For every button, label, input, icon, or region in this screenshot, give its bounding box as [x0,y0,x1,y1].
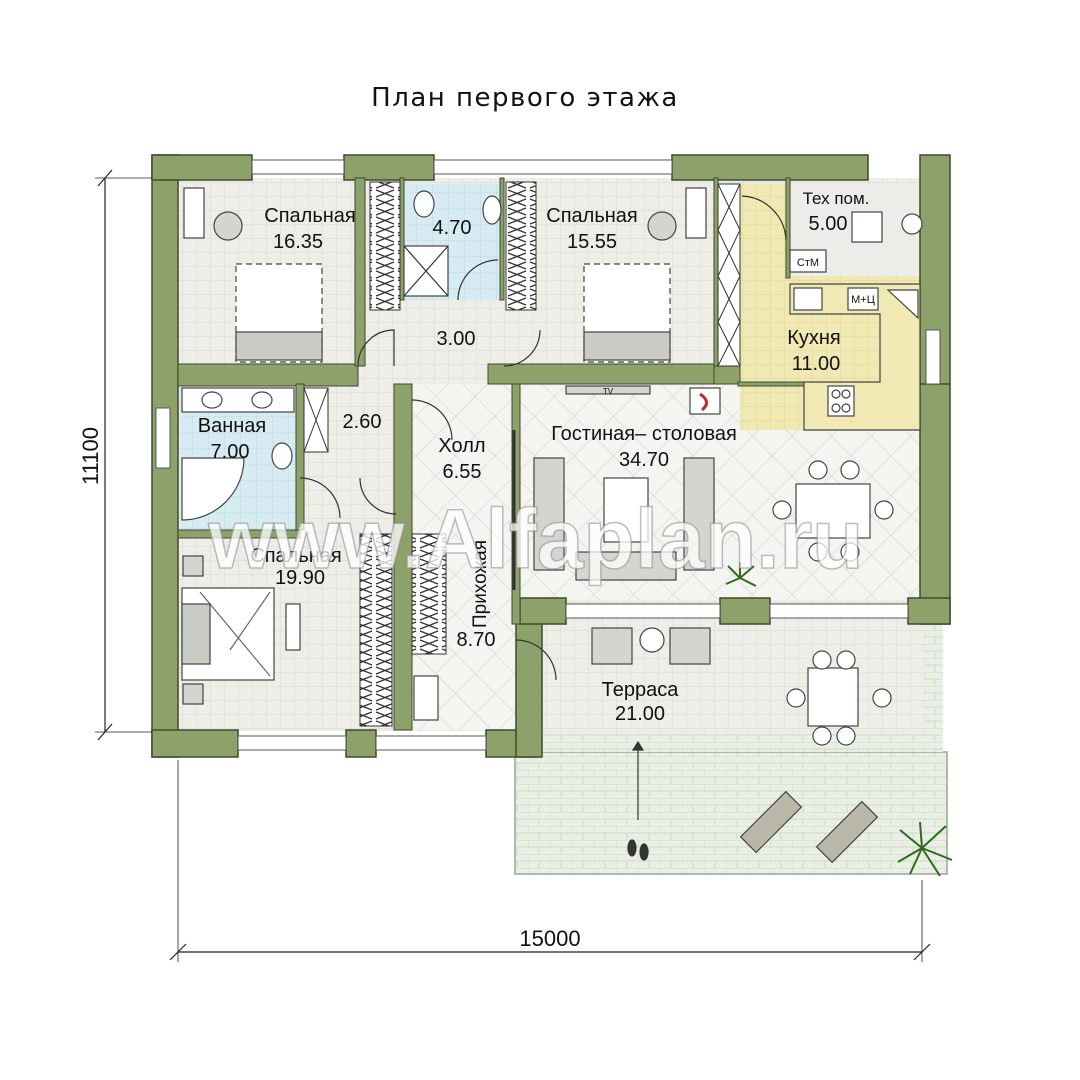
desk [685,187,707,239]
room-name: Гостиная– столовая [551,423,737,445]
toilet [413,190,435,218]
chair [840,542,860,562]
doors [299,195,787,681]
water-tank [901,213,923,235]
chair [840,460,860,480]
wardrobe [411,533,447,655]
sun-lounger [815,800,879,864]
room-area: 19.90 [275,567,325,589]
plant [725,562,953,877]
vanity [181,387,295,413]
chair [213,211,243,241]
side-table [639,627,665,653]
chair [772,500,792,520]
room-area: 5.00 [809,213,848,235]
bed-pillows [235,331,323,361]
room-name: Холл [438,435,485,457]
width-dimension: 15000 [519,926,580,951]
room-area: 4.70 [433,217,472,239]
lounge-chair [669,627,711,665]
chair [872,688,892,708]
kitchen-counter [789,283,921,431]
room-name: Ванная [198,415,267,437]
washer [847,287,879,311]
wardrobe [505,181,537,311]
room-area: 6.55 [443,461,482,483]
chair [812,650,832,670]
outdoor-paving [514,751,948,875]
wardrobe [369,181,401,311]
height-dimension: 11100 [78,427,103,485]
chair [808,542,828,562]
chair [647,211,677,241]
toilet [271,442,293,470]
sink [251,391,273,409]
chair [836,726,856,746]
chair [786,688,806,708]
dimension-lines [95,169,931,962]
chair [812,726,832,746]
room-area: 8.70 [457,629,496,651]
room-area: 2.60 [343,411,382,433]
wardrobes [303,181,741,727]
footprint-icon [639,843,649,861]
hob [827,385,855,417]
coffee-table [603,477,649,543]
room-name: Спальная [546,205,637,227]
chair [874,500,894,520]
plan-title: План первого этажа [371,83,679,113]
room-name: Спальная [250,545,341,567]
ottoman [575,551,677,581]
sink [482,195,502,225]
water-heater [851,211,883,243]
room-name: Терраса [602,679,680,701]
chair [836,650,856,670]
bench [285,603,301,651]
bed-pillows [181,603,211,665]
dining-table [795,483,871,539]
interior-walls [177,177,807,731]
room-name: Тех пом. [803,189,870,208]
boiler-label: СтМ [797,257,819,269]
room-area: 21.00 [615,703,665,725]
watermark: www.Alfaplan.ru [208,492,864,586]
tv-stand [565,385,651,395]
room-name: Спальная [264,205,355,227]
bed-pillows [583,331,671,361]
kitchen-cabinet [717,183,741,367]
room-area: 11.00 [792,353,841,375]
room-labels: Спальная 16.35 4.70 Спальная 15.55 Тех п… [198,189,870,725]
sink [201,391,223,409]
chair [808,460,828,480]
nightstand [182,555,204,577]
windows [155,159,941,751]
corner-bath [181,457,245,521]
wardrobe [359,533,393,727]
furniture [181,187,923,864]
entry-arrow [627,740,649,861]
sun-lounger [739,790,803,854]
boiler [789,249,827,273]
room-area: 3.00 [437,328,476,350]
nightstand [182,683,204,705]
room-area: 16.35 [273,231,323,253]
washer-label: М+Ц [851,294,875,306]
room-area: 34.70 [619,449,669,471]
tv-label: TV [603,387,614,396]
room-area: 15.55 [567,231,617,253]
room-name: Прихожая [470,540,491,628]
lounge-chair [591,627,633,665]
sofa [533,457,565,571]
footprint-icon [627,839,637,857]
terrace-table [807,667,859,727]
desk [183,187,205,239]
sink [793,287,823,311]
room-name: Кухня [787,327,841,349]
shoe-cabinet [413,675,439,721]
sofa [683,457,715,571]
room-area: 7.00 [211,441,250,463]
